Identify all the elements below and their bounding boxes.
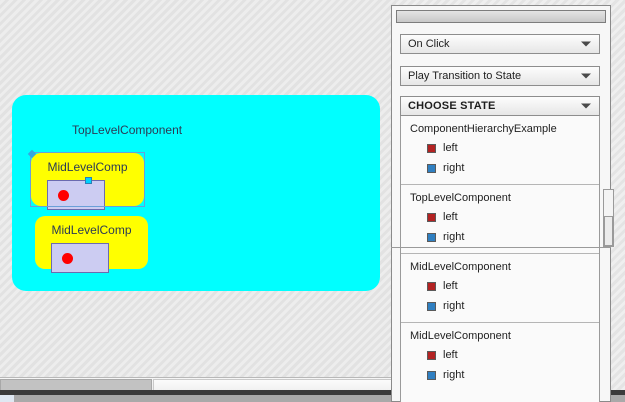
leaf-rect-1[interactable] xyxy=(47,180,105,210)
state-item-right[interactable]: right xyxy=(401,296,599,316)
vertical-scrollbar-thumb[interactable] xyxy=(604,216,613,246)
state-item-label: left xyxy=(443,349,458,361)
state-item-left[interactable]: left xyxy=(401,276,599,296)
state-color-swatch-icon xyxy=(427,350,436,360)
action-dropdown-value: Play Transition to State xyxy=(408,70,522,82)
state-group: MidLevelComponent left right xyxy=(401,322,599,391)
state-item-label: left xyxy=(443,280,458,292)
state-item-label: right xyxy=(443,231,465,243)
panel-vertical-scrollbar[interactable] xyxy=(603,189,614,247)
state-group-title: TopLevelComponent xyxy=(410,192,511,204)
trigger-dropdown[interactable]: On Click xyxy=(400,34,600,54)
state-item-label: right xyxy=(443,162,465,174)
state-color-swatch-icon xyxy=(427,232,436,242)
state-group: ComponentHierarchyExample left right xyxy=(401,116,599,184)
panel-titlebar[interactable] xyxy=(396,10,606,23)
panel-divider xyxy=(391,247,611,248)
inspector-panel: On Click Play Transition to State CHOOSE… xyxy=(391,5,611,402)
state-item-left[interactable]: left xyxy=(401,138,599,158)
state-item-label: left xyxy=(443,142,458,154)
state-item-left[interactable]: left xyxy=(401,207,599,227)
state-item-right[interactable]: right xyxy=(401,158,599,178)
state-color-swatch-icon xyxy=(427,370,436,380)
mid-level-component-2[interactable]: MidLevelComp xyxy=(35,216,148,273)
top-level-component-label: TopLevelComponent xyxy=(72,123,183,137)
state-item-label: left xyxy=(443,211,458,223)
state-group: TopLevelComponent left right xyxy=(401,184,599,253)
red-dot-icon xyxy=(58,190,69,201)
choose-state-dropdown-value: CHOOSE STATE xyxy=(408,100,496,112)
state-item-left[interactable]: left xyxy=(401,345,599,365)
resize-handle-top-right[interactable] xyxy=(85,177,92,184)
leaf-rect-2[interactable] xyxy=(51,243,109,273)
red-dot-icon xyxy=(62,253,73,264)
canvas-horizontal-scrollbar[interactable] xyxy=(0,377,406,392)
chevron-down-icon xyxy=(581,41,591,47)
state-group: MidLevelComponent left right xyxy=(401,253,599,322)
mid-level-component-1-label: MidLevelComp xyxy=(47,160,128,174)
state-item-right[interactable]: right xyxy=(401,227,599,247)
mid-level-component-2-label: MidLevelComp xyxy=(51,223,132,237)
state-group-title: MidLevelComponent xyxy=(410,261,511,273)
bottom-gray-band xyxy=(0,395,625,402)
bottom-dark-band xyxy=(0,390,625,395)
state-color-swatch-icon xyxy=(427,281,436,291)
state-group-title: ComponentHierarchyExample xyxy=(410,123,557,135)
state-color-swatch-icon xyxy=(427,301,436,311)
action-dropdown[interactable]: Play Transition to State xyxy=(400,66,600,86)
state-group-title: MidLevelComponent xyxy=(410,330,511,342)
state-item-label: right xyxy=(443,300,465,312)
state-item-label: right xyxy=(443,369,465,381)
chevron-down-icon xyxy=(581,103,591,109)
state-item-right[interactable]: right xyxy=(401,365,599,385)
design-canvas[interactable]: TopLevelComponent MidLevelComp MidLevelC… xyxy=(0,0,396,377)
state-color-swatch-icon xyxy=(427,143,436,153)
choose-state-dropdown[interactable]: CHOOSE STATE xyxy=(400,96,600,116)
state-color-swatch-icon xyxy=(427,212,436,222)
bottom-left-corner xyxy=(0,395,14,402)
chevron-down-icon xyxy=(581,73,591,79)
state-color-swatch-icon xyxy=(427,163,436,173)
trigger-dropdown-value: On Click xyxy=(408,38,450,50)
